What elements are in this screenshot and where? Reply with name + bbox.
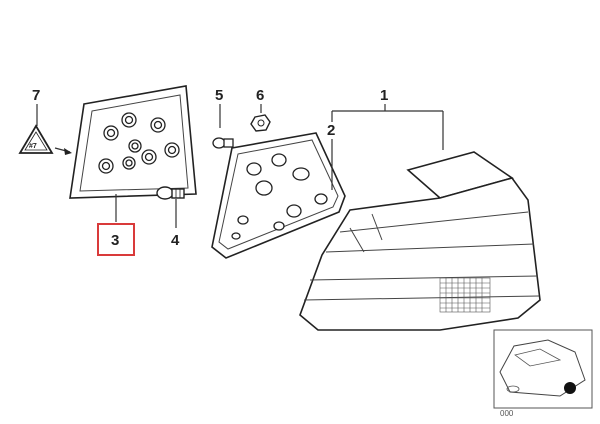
bulb-carrier — [69, 85, 197, 199]
arrow-head-icon — [64, 148, 72, 155]
callout-1: 1 — [380, 87, 388, 104]
callout-3: 3 — [111, 232, 119, 249]
callout-5: 5 — [215, 87, 223, 104]
callout-2: 2 — [327, 122, 335, 139]
small-bulb-icon — [212, 137, 234, 149]
callout-7: 7 — [32, 87, 40, 104]
nut-icon — [250, 114, 271, 132]
thumbnail-id: 000 — [500, 409, 514, 418]
bulb-icon — [156, 186, 185, 200]
highlight-box-3 — [97, 223, 135, 256]
car-location-thumbnail — [493, 329, 593, 409]
tail-light-housing — [299, 151, 541, 331]
gasket — [211, 132, 346, 259]
location-marker-icon — [564, 382, 576, 394]
callout-4: 4 — [171, 232, 180, 249]
warning-label: #7 — [29, 143, 37, 150]
warning-triangle-icon: #7 — [18, 124, 54, 154]
callout-6: 6 — [256, 87, 264, 104]
